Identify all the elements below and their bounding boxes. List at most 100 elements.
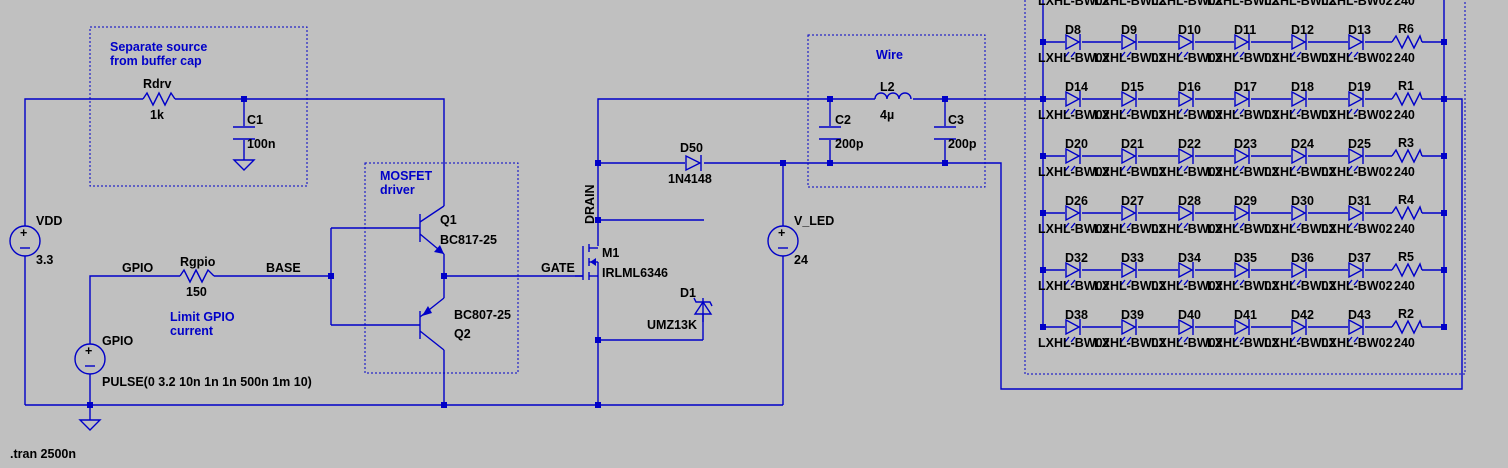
led-model: LXHL-BW02 — [1038, 336, 1110, 350]
resistor-rgpio[interactable]: Rgpio 150 — [179, 255, 216, 299]
led-name: D10 — [1178, 23, 1201, 37]
led-diode[interactable]: LXHL-BW02 — [1151, 0, 1223, 8]
led-name: D14 — [1065, 80, 1088, 94]
led-name: D32 — [1065, 251, 1088, 265]
led-name: D40 — [1178, 308, 1201, 322]
mosfet-m1[interactable]: M1 IRLML6346 — [575, 244, 668, 280]
led-model: LXHL-BW02 — [1038, 108, 1110, 122]
svg-text:+: + — [778, 226, 785, 240]
led-diode[interactable]: LXHL-BW02 — [1094, 0, 1166, 8]
led-row: D32LXHL-BW02D33LXHL-BW02D34LXHL-BW02D35L… — [1038, 250, 1447, 293]
led-diode[interactable]: LXHL-BW02 — [1264, 0, 1336, 8]
inductor-l2[interactable]: L2 4µ — [874, 80, 912, 122]
svg-text:+: + — [85, 344, 92, 358]
led-row: D38LXHL-BW02D39LXHL-BW02D40LXHL-BW02D41L… — [1038, 307, 1447, 350]
transistor-q1[interactable]: Q1 BC817-25 — [419, 205, 497, 255]
transistor-q2[interactable]: BC807-25 Q2 — [419, 297, 511, 351]
led-model: LXHL-BW02 — [1094, 108, 1166, 122]
ground-symbol — [78, 419, 102, 431]
led-row: D20LXHL-BW02D21LXHL-BW02D22LXHL-BW02D23L… — [1038, 136, 1447, 179]
led-model: LXHL-BW02 — [1094, 51, 1166, 65]
led-name: D43 — [1348, 308, 1371, 322]
resistor-name: R4 — [1398, 193, 1414, 207]
vled-name: V_LED — [794, 214, 834, 228]
led-name: D16 — [1178, 80, 1201, 94]
led-model: LXHL-BW02 — [1094, 165, 1166, 179]
led-model: LXHL-BW02 — [1321, 51, 1393, 65]
led-diode[interactable]: LXHL-BW02 — [1321, 0, 1393, 8]
resistor-rdrv[interactable]: Rdrv 1k — [142, 77, 176, 122]
voltage-source-vdd[interactable]: + VDD 3.3 — [9, 214, 62, 267]
q1-value: BC817-25 — [440, 233, 497, 247]
led-model: LXHL-BW02 — [1207, 51, 1279, 65]
capacitor-c2[interactable]: C2 200p — [819, 113, 864, 151]
led-name: D41 — [1234, 308, 1257, 322]
capacitor-c1[interactable]: C1 100n — [232, 113, 276, 171]
led-model: LXHL-BW02 — [1321, 222, 1393, 236]
led-name: D36 — [1291, 251, 1314, 265]
led-model: LXHL-BW02 — [1207, 165, 1279, 179]
resistor-value: 240 — [1394, 51, 1415, 65]
led-model: LXHL-BW02 — [1321, 336, 1393, 350]
led-model: LXHL-BW02 — [1038, 51, 1110, 65]
voltage-source-vled[interactable]: + V_LED 24 — [767, 214, 834, 267]
led-model: LXHL-BW02 — [1151, 108, 1223, 122]
led-model: LXHL-BW02 — [1038, 0, 1110, 8]
mosfet-driver-box — [364, 162, 519, 374]
led-diode[interactable]: LXHL-BW02 — [1038, 0, 1110, 8]
rgpio-value: 150 — [186, 285, 207, 299]
led-model: LXHL-BW02 — [1151, 279, 1223, 293]
spice-directive[interactable]: .tran 2500n — [10, 447, 76, 461]
led-name: D24 — [1291, 137, 1314, 151]
voltage-source-gpio[interactable]: + GPIO PULSE(0 3.2 10n 1n 1n 500n 1m 10) — [74, 334, 312, 389]
zener-d1[interactable]: D1 UMZ13K — [647, 286, 713, 332]
capacitor-c3[interactable]: C3 200p — [934, 113, 977, 151]
led-model: LXHL-BW02 — [1038, 222, 1110, 236]
diode-d50[interactable]: D50 1N4148 — [668, 141, 712, 186]
led-diode[interactable]: LXHL-BW02 — [1207, 0, 1279, 8]
